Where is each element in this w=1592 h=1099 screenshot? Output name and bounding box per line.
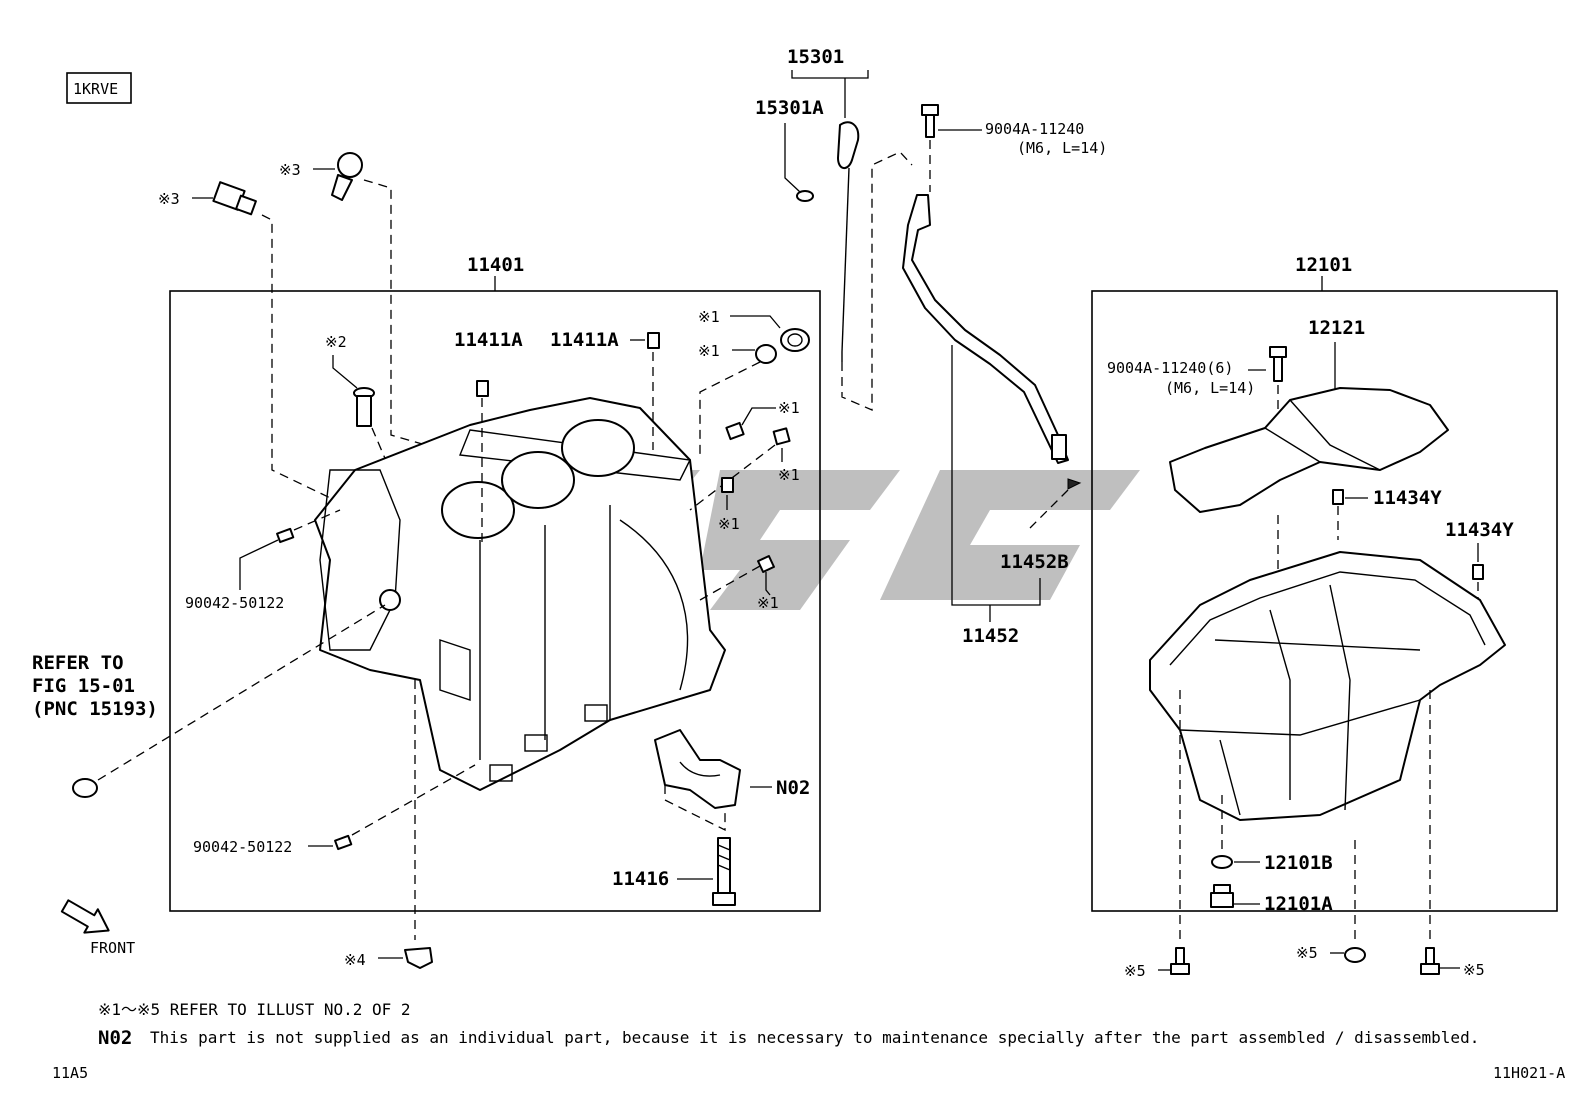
label-11434Y-b[interactable]: 11434Y xyxy=(1445,519,1514,541)
guide-o-ring[interactable] xyxy=(1067,478,1082,490)
straight-pin-a[interactable] xyxy=(276,527,295,544)
label-11452[interactable]: 11452 xyxy=(962,625,1019,647)
ref-mark-5b: ※5 xyxy=(1296,944,1318,962)
cylinder-block[interactable] xyxy=(314,397,726,791)
ref-mark-3b: ※3 xyxy=(279,161,301,179)
bolt-9004A-top[interactable] xyxy=(921,104,939,138)
label-11411A-b[interactable]: 11411A xyxy=(550,329,619,351)
refer-line1: REFER TO xyxy=(32,652,124,674)
small-plug-c[interactable] xyxy=(721,477,734,493)
label-12101[interactable]: 12101 xyxy=(1295,254,1352,276)
bearing-cap-N02[interactable] xyxy=(654,729,741,809)
footer-right-code: 11H021-A xyxy=(1493,1064,1565,1082)
drain-gasket[interactable] xyxy=(1211,855,1233,869)
label-11416[interactable]: 11416 xyxy=(612,868,669,890)
label-11452B[interactable]: 11452B xyxy=(1000,551,1069,573)
label-12121[interactable]: 12121 xyxy=(1308,317,1365,339)
ref-mark-5c: ※5 xyxy=(1463,961,1485,979)
pan-bolt-a[interactable] xyxy=(1170,947,1190,975)
front-label: FRONT xyxy=(90,939,135,957)
straight-pin-b[interactable] xyxy=(334,834,353,851)
gauge-guide-pipe[interactable] xyxy=(902,194,1069,464)
bolt-9004A-pan[interactable] xyxy=(1269,346,1287,382)
refer-line3: (PNC 15193) xyxy=(32,698,158,720)
label-11434Y-a[interactable]: 11434Y xyxy=(1373,487,1442,509)
oil-gallery-plug[interactable] xyxy=(780,328,810,352)
bolt-11416[interactable] xyxy=(712,837,736,906)
label-bolt-top[interactable]: 9004A-11240 xyxy=(985,120,1084,138)
dowel-pin-b[interactable] xyxy=(647,332,660,349)
label-15301A[interactable]: 15301A xyxy=(755,97,824,119)
label-N02[interactable]: N02 xyxy=(776,777,810,799)
ref-mark-1b: ※1 xyxy=(698,342,720,360)
ref-mark-1c: ※1 xyxy=(778,399,800,417)
engine-code-box xyxy=(66,72,132,104)
label-90042-a[interactable]: 90042-50122 xyxy=(185,594,284,612)
label-bolt-pan[interactable]: 9004A-11240(6) xyxy=(1107,359,1233,377)
dowel-pin-a[interactable] xyxy=(476,380,489,397)
oil-jet-plug[interactable] xyxy=(353,387,375,427)
label-90042-b[interactable]: 90042-50122 xyxy=(193,838,292,856)
small-plug-d[interactable] xyxy=(757,555,775,573)
note-n02-code: N02 xyxy=(98,1027,132,1049)
label-12101A[interactable]: 12101A xyxy=(1264,893,1333,915)
refer-line2: FIG 15-01 xyxy=(32,675,135,697)
small-plug-a[interactable] xyxy=(725,421,745,441)
oil-pan[interactable] xyxy=(1149,551,1506,821)
ref-mark-1d: ※1 xyxy=(778,466,800,484)
pan-pin-a[interactable] xyxy=(1332,489,1344,505)
plug-gasket[interactable] xyxy=(755,344,777,364)
pan-bolt-b[interactable] xyxy=(1420,947,1440,975)
front-arrow-icon xyxy=(60,899,110,934)
note-refer-illust: ※1～※5 REFER TO ILLUST NO.2 OF 2 xyxy=(98,1000,411,1019)
crank-position-sensor[interactable] xyxy=(331,152,363,201)
pan-pin-b[interactable] xyxy=(1472,564,1484,580)
oil-pan-upper-baffle[interactable] xyxy=(1169,387,1449,513)
oil-seal[interactable] xyxy=(72,778,98,798)
dipstick-o-ring[interactable] xyxy=(796,190,814,202)
ref-mark-1e: ※1 xyxy=(718,515,740,533)
sensor-clip[interactable] xyxy=(404,947,433,969)
label-11411A-a[interactable]: 11411A xyxy=(454,329,523,351)
footer-left-code: 11A5 xyxy=(52,1064,88,1082)
ref-mark-5a: ※5 xyxy=(1124,962,1146,980)
ref-mark-4: ※4 xyxy=(344,951,366,969)
ref-mark-3a: ※3 xyxy=(158,190,180,208)
knock-sensor[interactable] xyxy=(212,181,257,216)
label-bolt-pan-spec: (M6, L=14) xyxy=(1165,379,1255,397)
small-plug-b[interactable] xyxy=(772,427,791,446)
ref-mark-1f: ※1 xyxy=(757,594,779,612)
note-n02-text: This part is not supplied as an individu… xyxy=(150,1028,1479,1047)
label-15301[interactable]: 15301 xyxy=(787,46,844,68)
dipstick[interactable] xyxy=(837,121,860,362)
label-11401[interactable]: 11401 xyxy=(467,254,524,276)
oil-pan-frame xyxy=(1091,290,1558,912)
ref-mark-1a: ※1 xyxy=(698,308,720,326)
ref-mark-2: ※2 xyxy=(325,333,347,351)
label-bolt-top-spec: (M6, L=14) xyxy=(1017,139,1107,157)
drain-plug[interactable] xyxy=(1210,884,1234,908)
engine-code: 1KRVE xyxy=(73,80,118,98)
label-12101B[interactable]: 12101B xyxy=(1264,852,1333,874)
pan-nut[interactable] xyxy=(1344,947,1366,963)
